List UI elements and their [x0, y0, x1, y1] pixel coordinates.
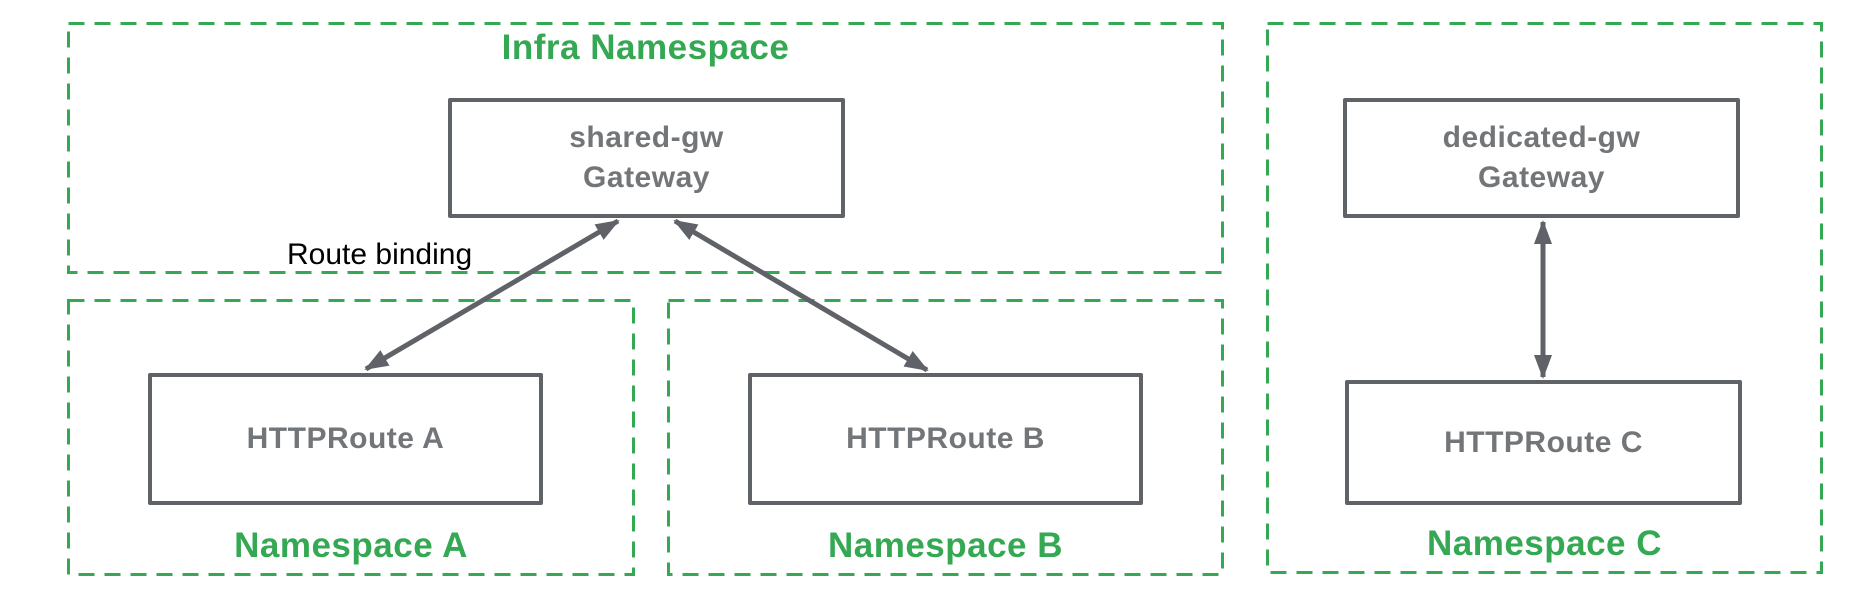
route-b-binding-arrow — [673, 218, 929, 373]
infra-namespace-boundary — [67, 22, 1224, 274]
httproute-c-label: HTTPRoute C — [1444, 425, 1643, 459]
namespace-c-label: Namespace C — [1426, 524, 1663, 563]
namespace-b-label: Namespace B — [827, 526, 1064, 565]
shared-gw-name-label: shared-gw — [569, 121, 724, 154]
shared-gw-gateway-node: shared-gw Gateway — [448, 98, 845, 218]
httproute-b-node: HTTPRoute B — [748, 373, 1143, 505]
route-binding-label: Route binding — [287, 238, 473, 271]
httproute-a-label: HTTPRoute A — [246, 422, 445, 455]
namespace-a-boundary — [67, 299, 635, 576]
infra-namespace-label: Infra Namespace — [501, 28, 790, 67]
namespace-a-label: Namespace A — [234, 526, 468, 565]
shared-gw-kind-label: Gateway — [583, 161, 710, 194]
route-a-binding-arrow — [364, 218, 620, 372]
httproute-a-node: HTTPRoute A — [148, 373, 543, 505]
dedicated-gw-name-label: dedicated-gw — [1442, 121, 1641, 154]
httproute-c-node: HTTPRoute C — [1345, 380, 1742, 505]
dedicated-gw-kind-label: Gateway — [1478, 161, 1605, 194]
dedicated-gw-gateway-node: dedicated-gw Gateway — [1343, 98, 1740, 218]
namespace-c-boundary — [1266, 22, 1823, 574]
httproute-b-label: HTTPRoute B — [846, 422, 1045, 455]
namespace-b-boundary — [667, 299, 1224, 576]
